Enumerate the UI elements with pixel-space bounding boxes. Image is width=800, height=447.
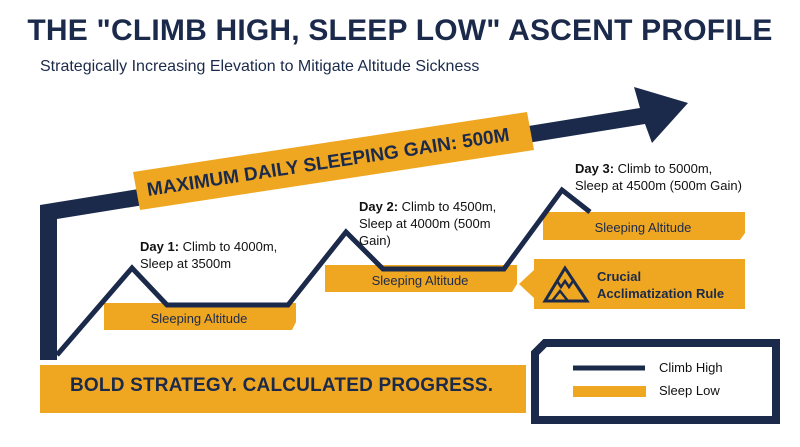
legend-label-sleep-low: Sleep Low (659, 383, 720, 398)
footer-text: BOLD STRATEGY. CALCULATED PROGRESS. (70, 375, 494, 396)
page-subtitle: Strategically Increasing Elevation to Mi… (40, 58, 480, 75)
ascent-arrow (40, 87, 688, 360)
day1-sleep-text: Sleep at 3500m (140, 256, 232, 271)
callout-box (519, 259, 745, 309)
footer-band (40, 365, 526, 413)
day2-gain-text: Gain) (359, 233, 391, 248)
legend-sleep-low-swatch (573, 386, 646, 397)
day3-sleep-text: Sleep at 4500m (500m Gain) (575, 178, 742, 193)
day2-sleep-text: Sleep at 4000m (500m (359, 216, 491, 231)
day3-climb-text: Climb to 5000m, (614, 161, 713, 176)
climb-profile-line (55, 186, 592, 357)
day2-label: Day 2: Climb to 4500m, Sleep at 4000m (5… (359, 198, 496, 249)
sleep-label-day1: Sleeping Altitude (150, 311, 248, 326)
day1-label: Day 1: Climb to 4000m, Sleep at 3500m (140, 238, 277, 272)
sleep-bar-day3 (543, 212, 745, 240)
day1-title: Day 1: (140, 239, 180, 254)
day3-title: Day 3: (575, 161, 615, 176)
day2-climb-text: Climb to 4500m, (398, 199, 497, 214)
sleep-bar-day1 (104, 303, 296, 330)
callout-text: Crucial Acclimatization Rule (597, 269, 725, 301)
sleep-label-day2: Sleeping Altitude (371, 273, 469, 288)
sleep-bar-day2 (325, 265, 517, 292)
gain-banner: MAXIMUM DAILY SLEEPING GAIN: 500M (133, 112, 534, 210)
mountain-icon (542, 265, 590, 303)
day3-label: Day 3: Climb to 5000m, Sleep at 4500m (5… (575, 160, 742, 194)
day2-title: Day 2: (359, 199, 399, 214)
ascent-arrow-body (40, 87, 688, 360)
legend (531, 339, 780, 424)
day1-climb-text: Climb to 4000m, (179, 239, 278, 254)
sleep-label-day3: Sleeping Altitude (594, 220, 692, 235)
page-title: THE "CLIMB HIGH, SLEEP LOW" ASCENT PROFI… (27, 14, 773, 47)
gain-banner-shape (133, 112, 534, 210)
legend-border (531, 339, 780, 424)
legend-label-climb-high: Climb High (659, 360, 723, 375)
